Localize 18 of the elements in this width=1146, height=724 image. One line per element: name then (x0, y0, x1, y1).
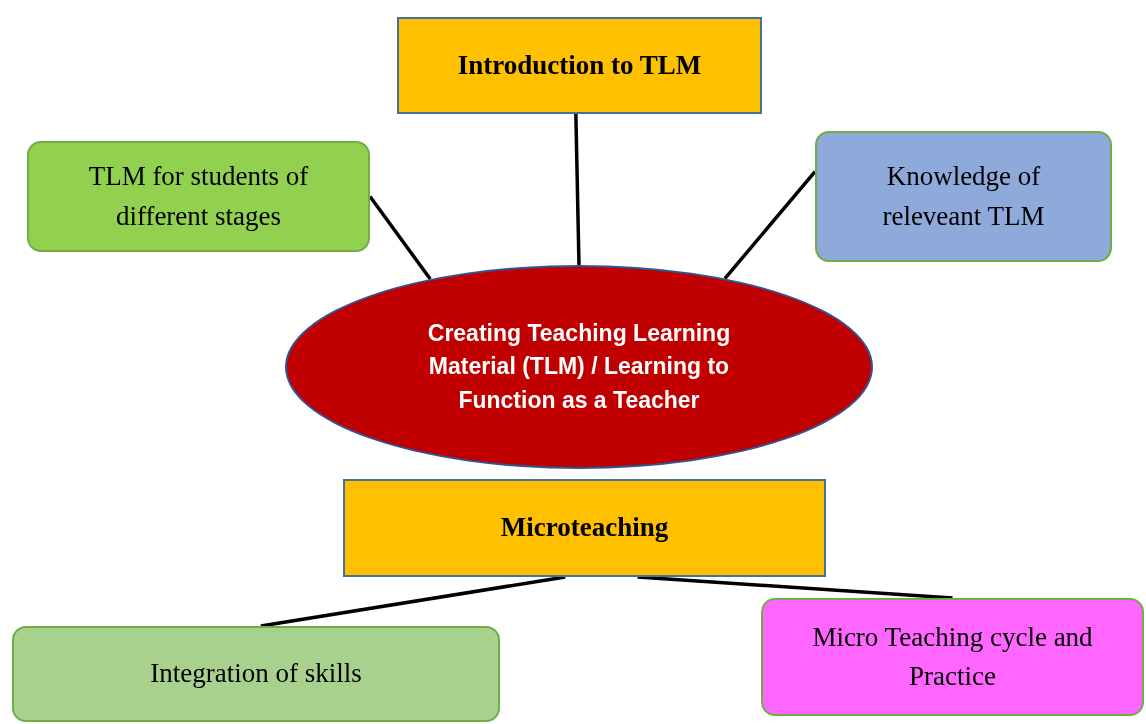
topic-box (397, 17, 762, 114)
node-label: Introduction to TLM (457, 48, 702, 82)
node-label: Knowledge of releveant TLM (881, 160, 1046, 233)
subtopic-box (815, 131, 1112, 262)
node-label: Micro Teaching cycle and Practice (811, 620, 1094, 693)
topic-box (343, 479, 826, 577)
connector-line (368, 195, 432, 281)
node-label: Microteaching (500, 511, 669, 545)
subtopic-box (761, 598, 1144, 716)
connector-line (574, 113, 581, 266)
connector-line (723, 170, 817, 280)
connector-line (637, 575, 953, 600)
connector-line (260, 575, 566, 628)
node-label: Creating Teaching Learning Material (TLM) / Learning to Function as a Teacher (426, 319, 732, 415)
subtopic-box (12, 626, 500, 722)
subtopic-box (27, 141, 370, 252)
node-label: Integration of skills (150, 657, 362, 691)
node-label: TLM for students of different stages (87, 160, 310, 233)
